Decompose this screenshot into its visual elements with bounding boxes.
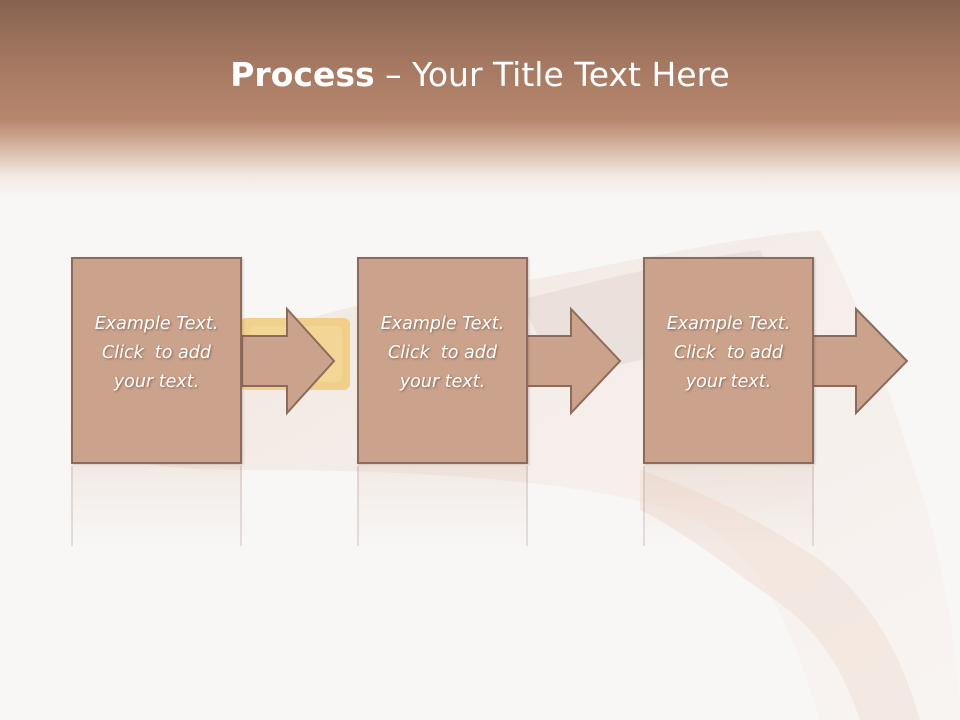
step-1-line-3: your text. [113, 372, 200, 392]
title-bold: Process [230, 55, 375, 94]
step-3-line-2: Click to add [674, 343, 783, 363]
step-1-box[interactable] [71, 257, 242, 464]
step-2-line-1: Example Text. [380, 314, 505, 334]
step-1-line-2: Click to add [102, 343, 211, 363]
step-3-line-3: your text. [685, 372, 772, 392]
step-3-text[interactable]: Example Text. Click to add your text. [643, 310, 814, 397]
arrow-3 [811, 306, 909, 416]
step-2-text[interactable]: Example Text. Click to add your text. [357, 310, 528, 397]
step-1-line-1: Example Text. [94, 314, 219, 334]
step-2-line-3: your text. [399, 372, 486, 392]
step-1-text[interactable]: Example Text. Click to add your text. [71, 310, 242, 397]
step-2-box[interactable] [357, 257, 528, 464]
title-banner [0, 0, 960, 200]
step-1-reflection [71, 466, 242, 546]
step-2-line-2: Click to add [388, 343, 497, 363]
step-3-reflection [643, 466, 814, 546]
step-3-line-1: Example Text. [666, 314, 791, 334]
step-3-box[interactable] [643, 257, 814, 464]
arrow-1 [241, 306, 336, 416]
arrow-2 [526, 306, 622, 416]
step-2-reflection [357, 466, 528, 546]
slide-title[interactable]: Process – Your Title Text Here [0, 52, 960, 98]
title-rest: – Your Title Text Here [374, 55, 730, 94]
